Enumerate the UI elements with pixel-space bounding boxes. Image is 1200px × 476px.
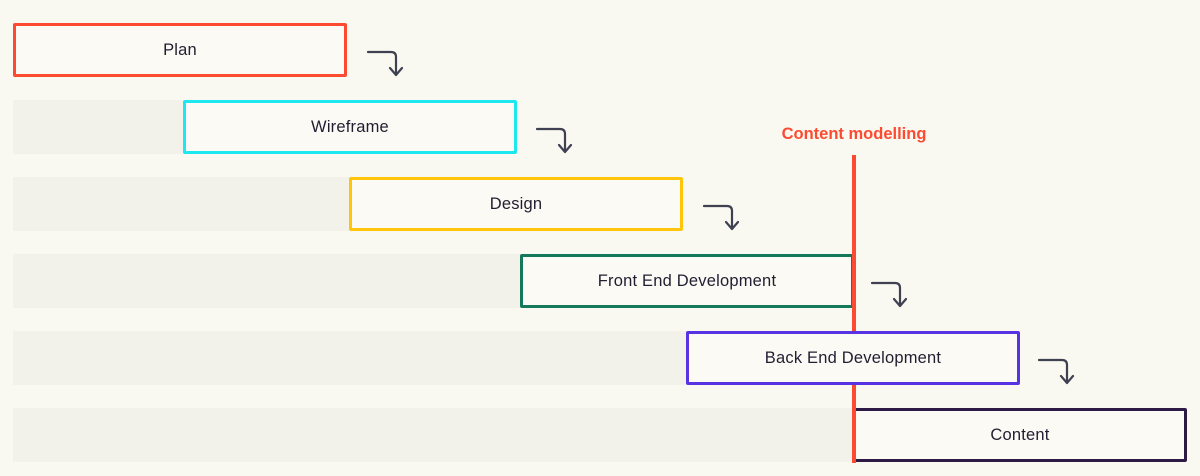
milestone-label: Content modelling (781, 125, 927, 143)
row-track-design (13, 177, 349, 231)
task-label-wireframe: Wireframe (311, 117, 389, 136)
arrow-frontend-to-backend-icon (870, 281, 908, 308)
arrow-wireframe-to-design-icon (535, 127, 573, 154)
arrow-backend-to-content-icon (1037, 358, 1075, 385)
task-label-design: Design (489, 194, 543, 213)
row-track-frontend (13, 254, 520, 308)
task-box-design: Design (349, 177, 683, 231)
row-track-content (13, 408, 853, 462)
arrow-design-to-frontend-icon (702, 204, 740, 231)
task-box-frontend: Front End Development (520, 254, 854, 308)
arrow-plan-to-wireframe-icon (366, 50, 404, 77)
task-label-frontend: Front End Development (597, 271, 777, 290)
task-box-plan: Plan (13, 23, 347, 77)
task-box-wireframe: Wireframe (183, 100, 517, 154)
milestone-line (852, 155, 856, 463)
task-label-plan: Plan (163, 40, 197, 59)
task-box-content: Content (853, 408, 1187, 462)
task-box-backend: Back End Development (686, 331, 1020, 385)
task-label-backend: Back End Development (764, 348, 942, 367)
task-label-content: Content (990, 425, 1050, 444)
row-track-backend (13, 331, 686, 385)
row-track-wireframe (13, 100, 183, 154)
